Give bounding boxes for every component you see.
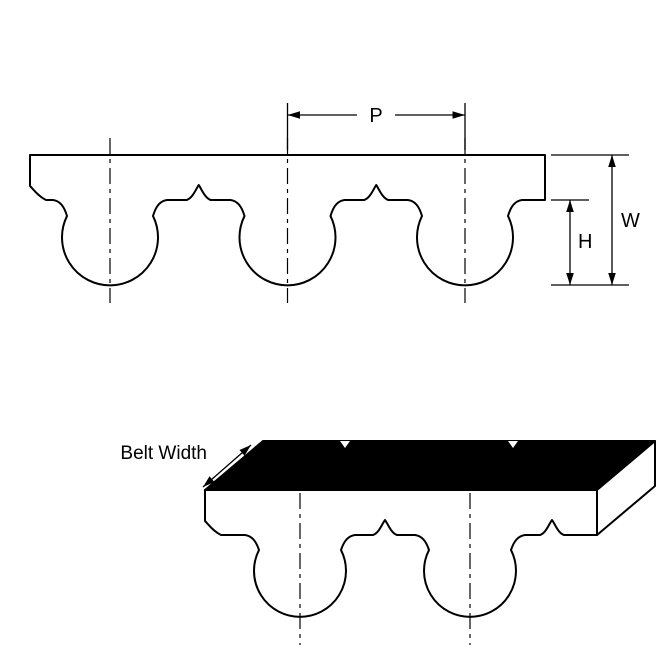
width-dimension: W (551, 154, 640, 286)
belt-width-arrowhead-lower (203, 476, 215, 487)
belt-width-annotation: Belt Width (120, 443, 252, 488)
width-label: W (621, 210, 640, 232)
pitch-label: P (369, 105, 382, 127)
tooth-notch-1 (340, 441, 350, 448)
belt-profile-view: P W H (29, 103, 640, 303)
belt-top-face (204, 440, 656, 491)
pitch-arrow-right (452, 111, 465, 119)
width-arrow-up (608, 155, 616, 167)
belt-3d-view: Belt Width (120, 440, 656, 645)
belt-width-arrowhead-upper (239, 445, 251, 456)
height-arrow-up (566, 200, 574, 212)
belt-width-label: Belt Width (120, 443, 207, 464)
width-arrow-down (608, 273, 616, 285)
height-dimension: H (551, 199, 592, 285)
tooth-notch-2 (508, 441, 518, 448)
pitch-arrow-left (287, 111, 300, 119)
belt-front-profile (204, 489, 598, 618)
height-arrow-down (566, 273, 574, 285)
height-label: H (578, 231, 592, 253)
pitch-dimension: P (286, 103, 466, 150)
